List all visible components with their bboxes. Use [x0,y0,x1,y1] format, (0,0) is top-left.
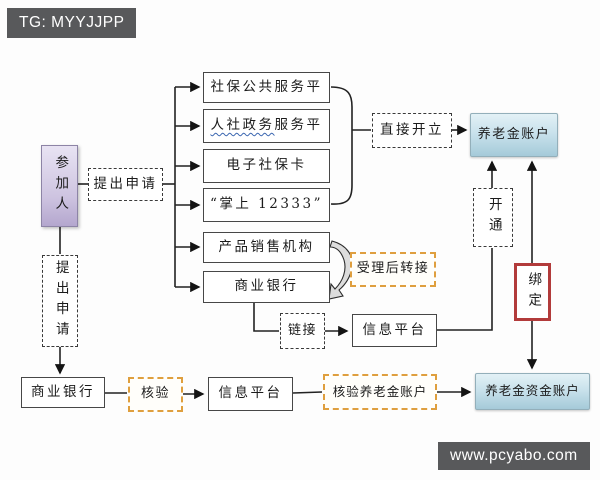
node-activate: 开通 [473,188,513,247]
node-pension-fund-account: 养老金资金账户 [475,373,590,410]
node-label: “掌上 12333” [209,196,324,213]
node-palm-12333: “掌上 12333” [203,188,330,222]
node-label: 直接开立 [380,121,444,138]
watermark-top-badge: TG: MYYJJPP [7,8,137,38]
node-info-platform-bottom: 信息平台 [208,377,293,411]
node-label: 产品销售机构 [218,238,315,255]
node-label: 绑定 [525,271,542,313]
node-mohrss-service-platform: 人社政务服务平 [203,109,330,143]
node-pension-account: 养老金账户 [470,113,558,157]
node-transfer-after-acceptance: 受理后转接 [350,252,436,287]
node-label: 信息平台 [362,321,427,338]
node-social-public-platform: 社保公共服务平 [203,72,330,103]
watermark-bottom-badge: www.pcyabo.com [438,442,590,470]
node-label: 社保公共服务平 [210,78,323,95]
node-label: 信息平台 [218,385,283,402]
node-info-platform-mid: 信息平台 [352,314,437,347]
node-label: 提出申请 [52,260,69,342]
node-direct-open: 直接开立 [372,113,452,148]
node-apply-request: 提出申请 [88,168,163,201]
node-participant: 参加人 [41,145,78,227]
node-bind: 绑定 [514,263,551,321]
node-label: 提出申请 [93,175,158,192]
node-label: 核验 [140,386,170,402]
node-label: 商业银行 [31,383,95,400]
node-label: 链接 [287,322,317,338]
node-link: 链接 [280,313,325,349]
node-label: 受理后转接 [356,261,430,277]
node-label: 核验养老金账户 [332,383,428,399]
node-label: 服务平 [274,117,323,134]
node-verify: 核验 [128,377,183,412]
node-apply-request-vertical: 提出申请 [42,255,78,347]
node-e-social-security-card: 电子社保卡 [203,149,330,183]
node-label: 养老金账户 [477,126,551,142]
node-verify-pension-account: 核验养老金账户 [323,374,437,410]
node-label: 开通 [485,197,502,238]
curved-transfer-arrow-icon [328,240,353,300]
node-label: 电子社保卡 [226,157,307,174]
node-label-linked: 人社政务 [210,117,275,134]
watermark-top-text: TG: MYYJJPP [19,14,125,31]
watermark-bottom-text: www.pcyabo.com [450,447,578,464]
node-label: 养老金资金账户 [485,383,580,399]
node-label: 参加人 [52,155,69,217]
node-commercial-bank-mid: 商业银行 [203,271,330,303]
node-label: 商业银行 [234,278,299,295]
node-commercial-bank-bottom: 商业银行 [21,377,105,408]
node-product-sales-org: 产品销售机构 [203,232,330,263]
